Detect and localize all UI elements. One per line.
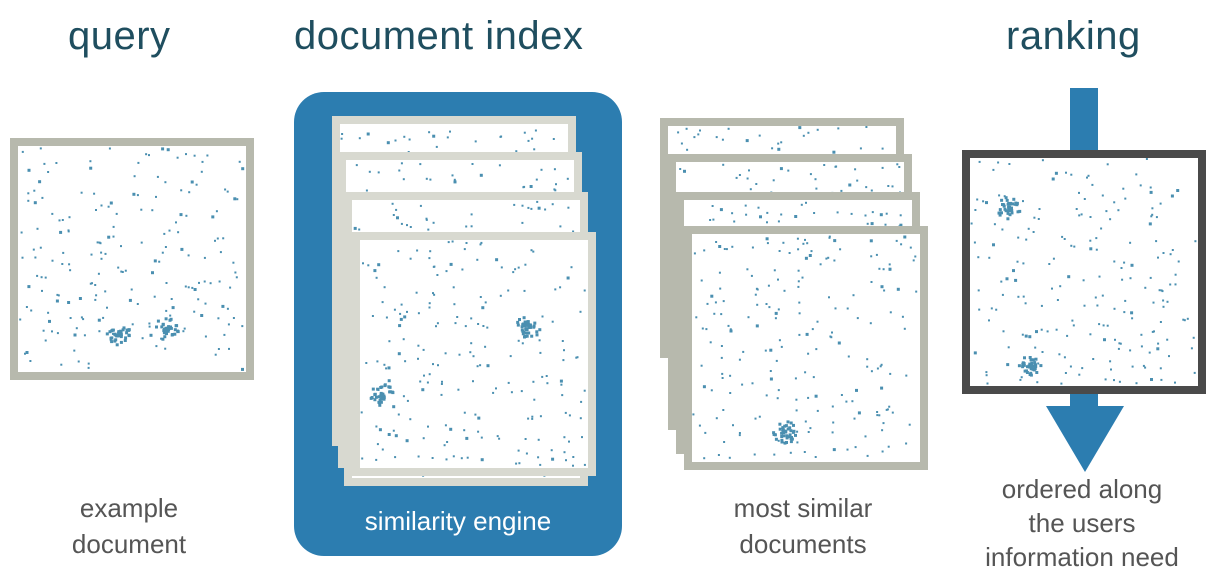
document-texture bbox=[970, 158, 1197, 385]
heading-ranking: ranking bbox=[1006, 14, 1141, 58]
heading-query: query bbox=[68, 14, 171, 58]
caption-line: documents bbox=[739, 529, 867, 559]
caption-line: most similar bbox=[733, 493, 873, 523]
caption-ranking: ordered along the users information need bbox=[960, 472, 1204, 574]
index-document-4 bbox=[352, 232, 596, 476]
similarity-engine-label: similarity engine bbox=[364, 506, 552, 536]
document-texture bbox=[692, 235, 918, 460]
caption-example-document: example document bbox=[40, 490, 218, 562]
caption-line: ordered along bbox=[1001, 474, 1163, 504]
similar-document-4 bbox=[684, 226, 928, 470]
document-texture bbox=[360, 240, 586, 467]
ranked-document bbox=[962, 150, 1206, 394]
caption-most-similar-documents: most similar documents bbox=[696, 490, 910, 562]
caption-line: document bbox=[71, 529, 187, 559]
heading-document-index: document index bbox=[294, 14, 584, 58]
document-texture bbox=[19, 147, 245, 371]
caption-line: the users bbox=[1028, 508, 1136, 538]
caption-line: example bbox=[79, 493, 179, 523]
caption-line: information need bbox=[985, 542, 1179, 572]
query-document bbox=[10, 138, 254, 380]
